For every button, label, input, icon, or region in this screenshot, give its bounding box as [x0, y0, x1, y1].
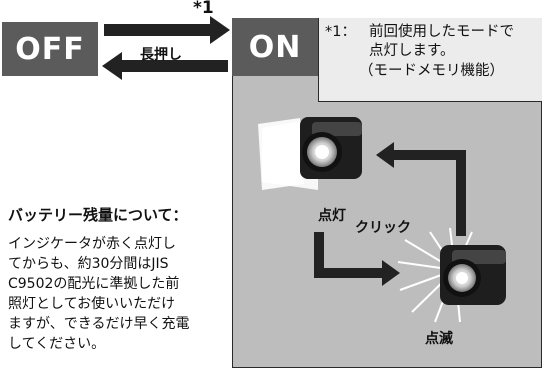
footnote-line-3: （モードメモリ機能） [359, 63, 504, 79]
battery-line: C9502の配光に準拠した前 [8, 276, 180, 292]
arrow-on-to-off [102, 52, 228, 80]
steady-light-illustration [258, 117, 362, 190]
off-state-box: OFF [2, 22, 98, 76]
arrow-steady-to-blink [314, 232, 400, 286]
footnote-line-2: 点灯します。 [369, 43, 455, 59]
footnote-line-1: 前回使用したモードで [369, 24, 514, 40]
battery-description: インジケータが赤く点灯し てからも、約30分間はJIS C9502の配光に準拠し… [8, 234, 228, 354]
battery-line: インジケータが赤く点灯し [8, 236, 176, 252]
footnote-mark: *1： [325, 24, 356, 40]
battery-line: てからも、約30分間はJIS [8, 256, 169, 272]
transition-footnote-mark: *1 [193, 0, 214, 18]
steady-mode-label: 点灯 [318, 208, 346, 224]
footnote-box: *1： 前回使用したモードで 点灯します。 （モードメモリ機能） [318, 18, 542, 102]
long-press-label: 長押し [140, 47, 182, 63]
blinking-light-illustration [397, 227, 506, 323]
battery-line: ますが、できるだけ早く充電 [8, 316, 190, 332]
battery-line: 照灯としてお使いいただけ [8, 296, 176, 312]
battery-heading: バッテリー残量について： [8, 206, 188, 224]
on-state-box: ON [232, 18, 318, 76]
click-label: クリック [355, 220, 411, 236]
arrow-off-to-on [104, 16, 230, 44]
battery-line: してください。 [8, 336, 106, 352]
blink-mode-label: 点滅 [425, 331, 453, 347]
arrow-blink-to-steady [376, 142, 466, 236]
